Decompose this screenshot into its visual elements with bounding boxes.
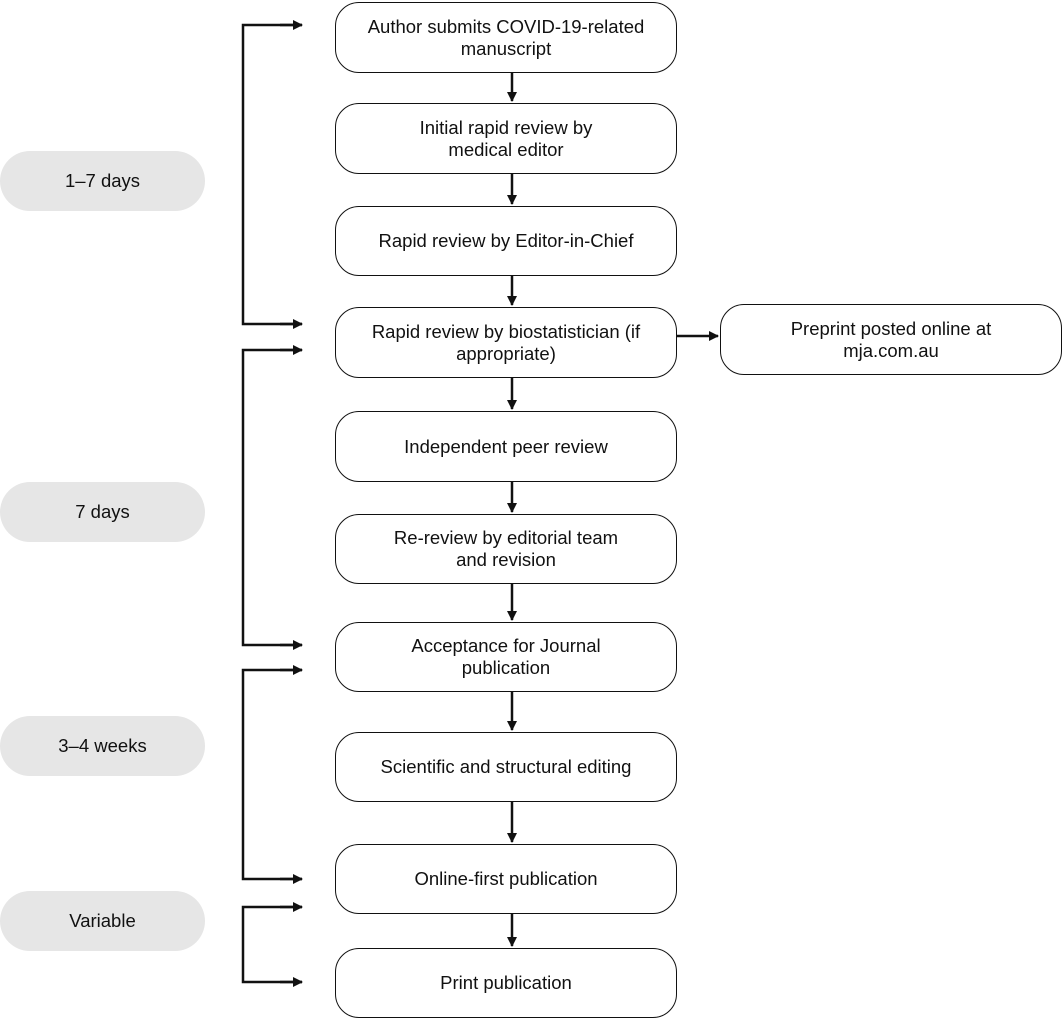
step-editing: Scientific and structural editing <box>335 732 677 802</box>
bracket-phase1 <box>241 23 302 326</box>
bracket-phase4 <box>241 905 302 984</box>
step-re-review: Re-review by editorial team and revision <box>335 514 677 584</box>
duration-phase3: 3–4 weeks <box>0 716 205 776</box>
bracket-phase3 <box>241 668 302 881</box>
step-online-first: Online-first publication <box>335 844 677 914</box>
duration-phase1: 1–7 days <box>0 151 205 211</box>
step-eic-review: Rapid review by Editor-in-Chief <box>335 206 677 276</box>
duration-phase4: Variable <box>0 891 205 951</box>
step-peer-review: Independent peer review <box>335 411 677 482</box>
step-submit: Author submits COVID-19-related manuscri… <box>335 2 677 73</box>
step-initial-review: Initial rapid review by medical editor <box>335 103 677 174</box>
duration-phase2: 7 days <box>0 482 205 542</box>
step-preprint: Preprint posted online at mja.com.au <box>720 304 1062 375</box>
step-biostat-review: Rapid review by biostatistician (if appr… <box>335 307 677 378</box>
bracket-phase2 <box>241 348 302 647</box>
step-print: Print publication <box>335 948 677 1018</box>
step-acceptance: Acceptance for Journal publication <box>335 622 677 692</box>
